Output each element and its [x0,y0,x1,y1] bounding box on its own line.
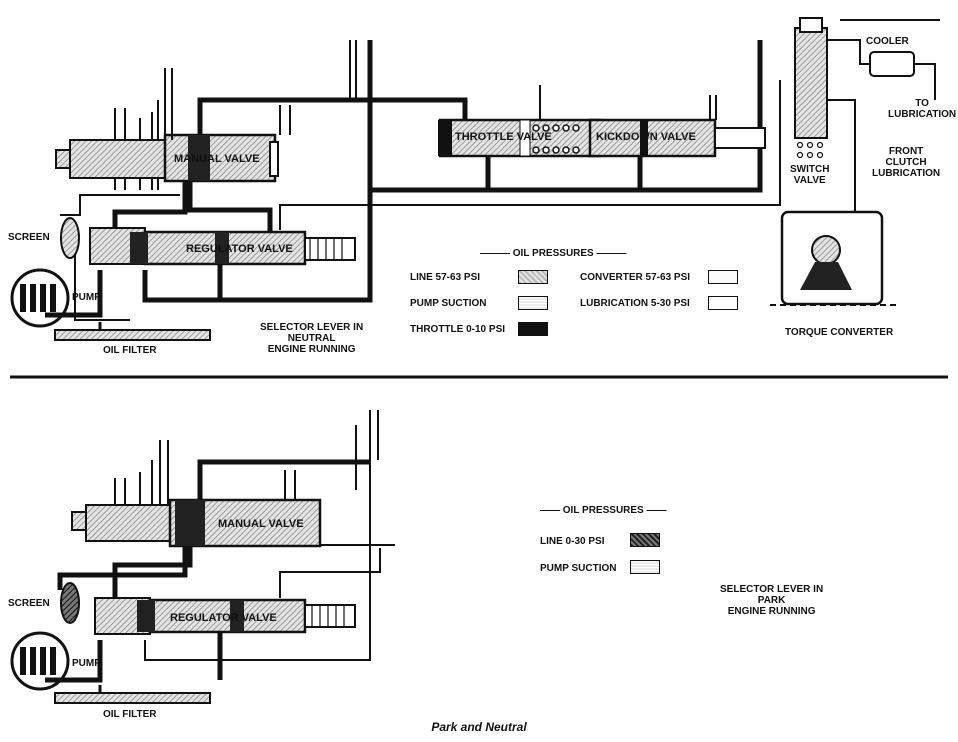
legend-dash-left-bottom: —— [540,505,563,516]
figure-caption: Park and Neutral [431,720,527,734]
oil-filter-bottom [54,692,211,704]
oil-filter-top [54,329,211,341]
legend-suction-label-bottom: PUMP SUCTION [540,563,617,574]
switch-valve-label: SWITCH VALVE [790,164,830,186]
cooler-top [869,51,915,77]
pump-label-top: PUMP [72,292,101,303]
svg-text:REGULATOR VALVE: REGULATOR VALVE [170,612,277,624]
oil-filter-label-top: OIL FILTER [103,345,157,356]
front-clutch-lubrication-label: FRONT CLUTCH LUBRICATION [872,146,941,179]
legend-throttle-label: THROTTLE 0-10 PSI [410,324,506,335]
bottom-diagram: MANUAL VALVE REGULATOR VALVE [10,410,395,704]
to-lubrication-label: TO LUBRICATION [888,98,957,120]
legend-dash-left: ——— [480,248,513,259]
screen-bottom [60,582,80,624]
legend-suction-label: PUMP SUCTION [410,298,487,309]
svg-text:KICKDOWN VALVE: KICKDOWN VALVE [596,131,696,143]
top-diagram: MANUAL VALVE REGULATOR VALVE [10,17,940,341]
legend-suction-swatch-bottom [630,560,660,574]
svg-text:REGULATOR VALVE: REGULATOR VALVE [186,243,293,255]
switch-valve-top [794,27,828,139]
legend-linepark-label: LINE 0-30 PSI [540,536,605,547]
legend-converter-label: CONVERTER 57-63 PSI [580,272,691,283]
screen-label-bottom: SCREEN [8,598,50,609]
svg-text:MANUAL VALVE: MANUAL VALVE [174,153,260,165]
legend-line-swatch [518,270,548,284]
pump-label-bottom: PUMP [72,658,101,669]
svg-text:MANUAL VALVE: MANUAL VALVE [218,518,304,530]
legend-line-label: LINE 57-63 PSI [410,272,481,283]
legend-title-text: OIL PRESSURES [512,248,594,259]
screen-label-top: SCREEN [8,232,50,243]
oil-filter-label-bottom: OIL FILTER [103,709,157,720]
legend-title-bottom: —— OIL PRESSURES —— [540,505,667,516]
legend-title-text-bottom: OIL PRESSURES [562,505,644,516]
legend-dash-right: ——— [593,248,627,259]
selector-note-top: SELECTOR LEVER IN NEUTRAL ENGINE RUNNING [260,322,364,355]
legend-linepark-swatch [630,533,660,547]
legend-dash-right-bottom: —— [643,505,667,516]
legend-converter-swatch [708,270,738,284]
legend-lube-swatch [708,296,738,310]
torque-converter-label: TORQUE CONVERTER [785,327,894,338]
selector-note-bottom: SELECTOR LEVER IN PARK ENGINE RUNNING [720,584,824,617]
svg-text:THROTTLE VALVE: THROTTLE VALVE [455,131,552,143]
cooler-label: COOLER [866,36,909,47]
legend-title-top: ——— OIL PRESSURES ——— [480,248,627,259]
legend-throttle-swatch [518,322,548,336]
screen-top [60,217,80,259]
manual-valve-top [163,133,277,183]
legend-lube-label: LUBRICATION 5-30 PSI [580,298,690,309]
kickdown-valve-top [588,118,717,158]
legend-suction-swatch [518,296,548,310]
